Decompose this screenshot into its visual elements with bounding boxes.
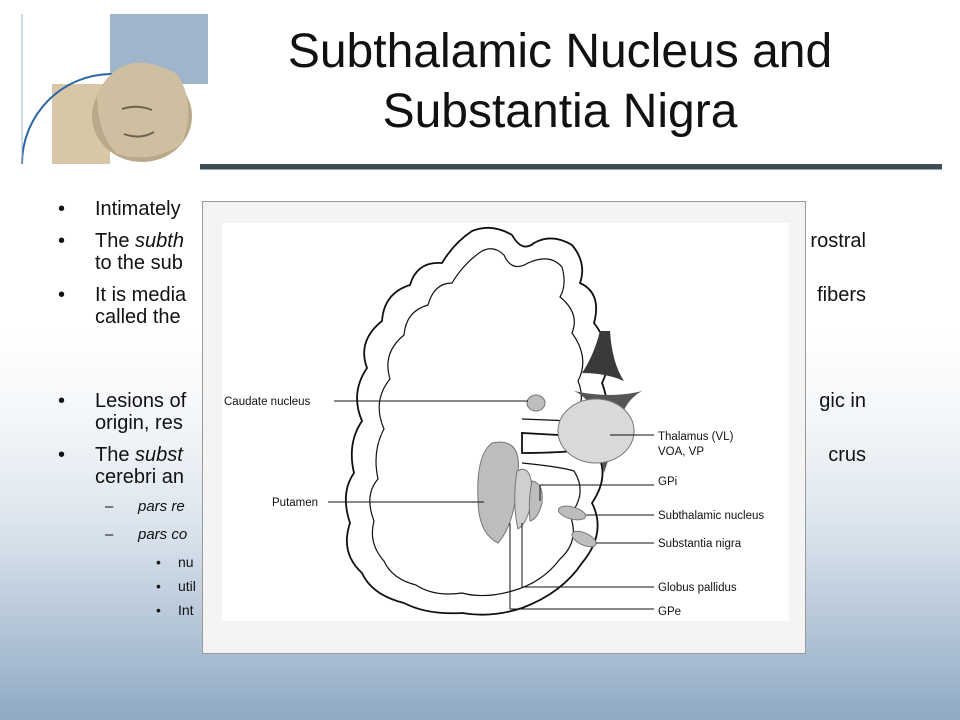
figure-frame: Caudate nucleus Putamen Thalamus (VL) VO… — [202, 201, 806, 654]
gray-white-border — [369, 248, 584, 597]
sub-bullet-item: pars re — [58, 498, 878, 516]
bullet-text: crus — [828, 444, 866, 466]
label-voa: VOA, VP — [658, 446, 704, 458]
bullet-item: Lesions of gic in origin, res — [58, 390, 878, 434]
bullet-text: to the sub — [95, 252, 183, 274]
substantia-nigra — [571, 530, 597, 548]
bullet-item: The subst crus cerebri an — [58, 444, 878, 488]
bullet-text: Intimately — [95, 198, 181, 220]
label-gpe: GPe — [658, 606, 681, 618]
brain-diagram: Caudate nucleus Putamen Thalamus (VL) VO… — [222, 223, 789, 621]
bullet-item: It is media fibers called the — [58, 284, 878, 328]
bullet-text: origin, res — [95, 412, 183, 434]
sub-sub-bullet-item: util — [58, 578, 878, 594]
bullet-list: Intimately The subth d rostral to the sub… — [58, 198, 878, 626]
bullet-text-italic: subth — [135, 230, 184, 252]
subthalamic-nucleus — [557, 505, 587, 521]
bullet-text: cerebri an — [95, 466, 184, 488]
label-gpi: GPi — [658, 476, 677, 488]
slide-title: Subthalamic Nucleus and Substantia Nigra — [287, 25, 833, 138]
label-thalamus: Thalamus (VL) — [658, 431, 734, 443]
label-nigra: Substantia nigra — [658, 538, 742, 550]
bullet-text: Lesions of — [95, 390, 187, 412]
sub-bullet-item: pars co — [58, 526, 878, 544]
label-globus: Globus pallidus — [658, 582, 737, 594]
title-divider — [200, 164, 942, 170]
bullet-text-italic: subst — [135, 444, 183, 466]
bullet-text: called the — [95, 306, 181, 328]
bullet-text: gic in — [819, 390, 866, 412]
cortex-outline — [344, 226, 609, 616]
caudate-nucleus — [526, 394, 546, 412]
bullet-text: d rostral — [793, 230, 866, 252]
bullet-text: The — [95, 444, 136, 466]
lateral-ventricle — [582, 331, 624, 381]
putamen — [477, 441, 519, 544]
bullet-text: It is media — [95, 284, 187, 306]
bullet-item: Intimately — [58, 198, 878, 220]
sub-sub-bullet-item: nu — [58, 554, 878, 570]
sub-sub-bullet-item: Int — [58, 602, 878, 618]
bullet-item: The subth d rostral to the sub — [58, 230, 878, 274]
bullet-text: fibers — [817, 284, 866, 306]
thalamus — [557, 398, 635, 464]
logo — [12, 14, 208, 165]
label-subthalamic: Subthalamic nucleus — [658, 510, 764, 522]
gpe — [514, 468, 533, 530]
label-caudate: Caudate nucleus — [224, 396, 311, 408]
label-putamen: Putamen — [272, 497, 318, 509]
bullet-text: The — [95, 230, 136, 252]
